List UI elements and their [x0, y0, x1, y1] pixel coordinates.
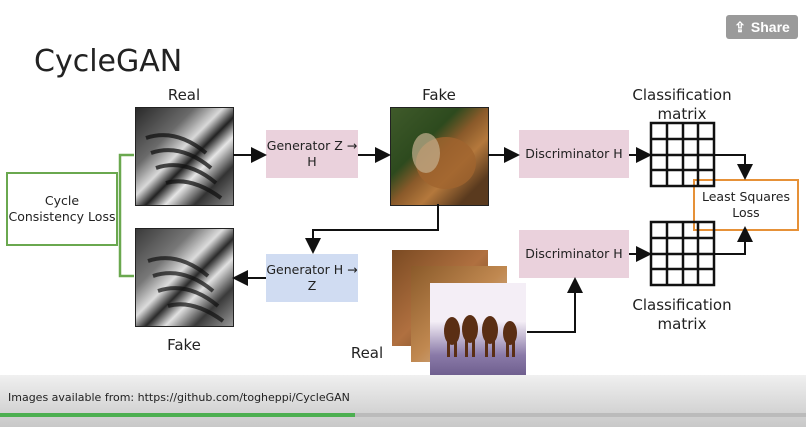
classification-matrix-top-label: Classification matrix: [632, 86, 732, 123]
horse-icon: [412, 133, 476, 189]
cycle-bracket: [118, 153, 134, 278]
fake-horse-label: Fake: [422, 86, 456, 104]
real-horse-label: Real: [350, 344, 384, 362]
generator-h-to-z-box: Generator H → Z: [266, 254, 358, 302]
fake-zebra-image: [135, 228, 234, 327]
real-horse-image-front: [430, 283, 526, 379]
classification-matrix-bottom-label: Classification matrix: [632, 296, 732, 333]
discriminator-bottom-box: Discriminator H: [519, 230, 629, 278]
slide-title: CycleGAN: [34, 44, 183, 79]
image-source-caption: Images available from: https://github.co…: [8, 391, 350, 404]
generator-z-to-h-box: Generator Z → H: [266, 130, 358, 178]
real-zebra-image: [135, 107, 234, 206]
horses-herd-icon: [444, 315, 517, 357]
arrow-fake-to-generator-hz: [305, 204, 439, 254]
classification-matrix-top: [649, 121, 716, 188]
arrow-matrix-top-to-loss: [714, 154, 753, 180]
classification-matrix-bottom: [649, 220, 716, 287]
share-label: Share: [750, 19, 790, 35]
fake-zebra-label: Fake: [167, 336, 201, 354]
discriminator-top-box: Discriminator H: [519, 130, 629, 178]
arrow-real-to-discriminator: [527, 277, 583, 333]
zebra-stripes-icon: [147, 256, 225, 323]
zebra-stripes-icon: [145, 133, 223, 200]
video-progress-bar[interactable]: [0, 413, 806, 417]
share-icon: ⇪: [734, 18, 746, 35]
share-button[interactable]: ⇪ Share: [726, 15, 798, 39]
video-footer: [0, 375, 806, 427]
real-zebra-label: Real: [167, 86, 201, 104]
cycle-consistency-loss-box: Cycle Consistency Loss: [6, 172, 118, 246]
video-progress-fill: [0, 413, 355, 417]
arrow-matrix-bottom-to-loss: [714, 226, 753, 255]
